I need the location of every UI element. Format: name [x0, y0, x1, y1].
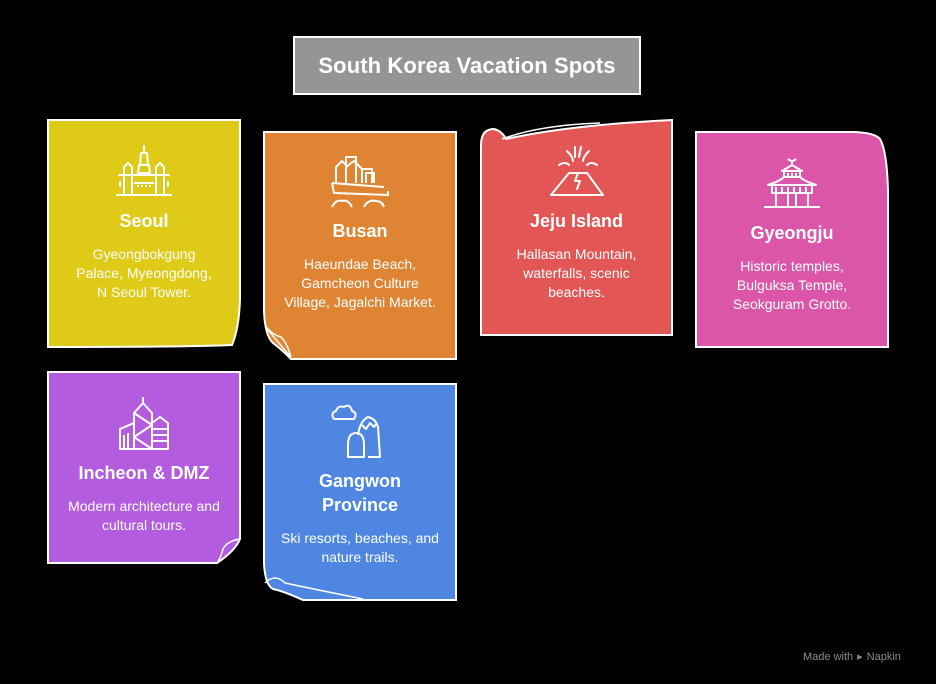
diagram-title: South Korea Vacation Spots [293, 36, 641, 95]
palace-icon [116, 145, 172, 196]
card-background [47, 371, 241, 564]
volcano-icon [549, 146, 604, 196]
napkin-logo-icon: ▸ [857, 651, 863, 663]
pagoda-temple-icon [764, 158, 820, 208]
card-title: Jeju Island [529, 211, 624, 231]
coastal-village-icon [331, 156, 389, 208]
card-description: Hallasan Mountain, waterfalls, scenic be… [516, 246, 637, 300]
card-title: Seoul [119, 211, 169, 231]
card-background [263, 131, 457, 360]
card-background [263, 383, 457, 601]
card-description: Haeundae Beach, Gamcheon Culture Village… [284, 256, 436, 310]
card-description: Gyeongbokgung Palace, Myeongdong, N Seou… [76, 246, 212, 300]
card-seoul: Seoul Gyeongbokgung Palace, Myeongdong, … [47, 119, 241, 349]
title-text: South Korea Vacation Spots [318, 52, 616, 78]
card-title: Gyeongju [750, 223, 834, 243]
card-title: Busan [332, 221, 388, 241]
card-description: Historic temples, Bulguksa Temple, Seokg… [732, 258, 852, 312]
card-jeju-island: Jeju Island Hallasan Mountain, waterfall… [480, 118, 673, 336]
card-background [695, 131, 889, 348]
brand-label: Napkin [866, 650, 901, 663]
card-background [47, 119, 241, 349]
card-title: Incheon & DMZ [78, 463, 210, 483]
mountain-cloud-icon [331, 404, 381, 458]
card-gangwon-province: Gangwon Province Ski resorts, beaches, a… [263, 383, 457, 601]
card-gyeongju: Gyeongju Historic temples, Bulguksa Temp… [695, 131, 889, 348]
made-with-label: Made with [803, 650, 854, 663]
card-incheon-dmz: Incheon & DMZ Modern architecture and cu… [47, 371, 241, 564]
card-description: Ski resorts, beaches, and nature trails. [281, 530, 439, 565]
card-description: Modern architecture and cultural tours. [68, 498, 220, 533]
card-background [480, 118, 673, 336]
card-busan: Busan Haeundae Beach, Gamcheon Culture V… [263, 131, 457, 360]
skyscraper-icon [119, 397, 169, 450]
made-with-napkin-watermark: Made with ▸ Napkin [803, 650, 901, 664]
card-title: Gangwon Province [319, 471, 401, 515]
